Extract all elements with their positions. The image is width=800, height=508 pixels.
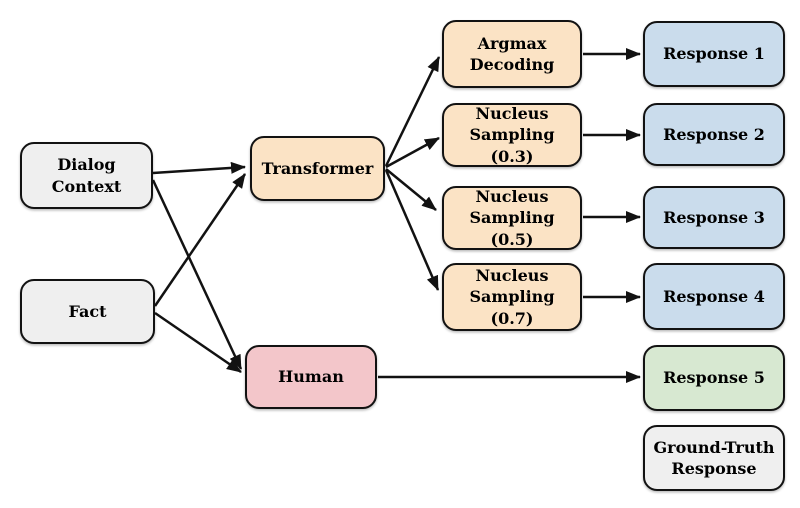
node-nucleus-sampling-0.7: Nucleus Sampling (0.7) (442, 263, 582, 331)
node-response-1: Response 1 (643, 21, 785, 87)
node-response-4: Response 4 (643, 263, 785, 330)
node-dialog-context: Dialog Context (20, 142, 153, 209)
node-label: Response 3 (663, 207, 765, 227)
node-label: Response 2 (663, 124, 765, 144)
node-transformer: Transformer (250, 136, 385, 201)
edge-transformer-to-nucleus-sampling-0.7 (384, 169, 440, 291)
node-label: Transformer (261, 158, 374, 178)
node-label: Response 1 (663, 44, 765, 64)
node-response-5: Response 5 (643, 345, 785, 411)
node-response-2: Response 2 (643, 103, 785, 166)
node-label: Human (278, 367, 344, 387)
edge-dialog-context-to-human (151, 179, 243, 370)
node-fact: Fact (20, 279, 155, 344)
node-label: Ground-Truth Response (653, 437, 775, 478)
node-response-3: Response 3 (643, 186, 785, 249)
node-label: Nucleus Sampling (0.7) (469, 266, 555, 328)
node-label: Response 4 (663, 286, 765, 306)
edge-fact-to-transformer (153, 173, 247, 307)
edge-fact-to-human (154, 311, 242, 374)
node-label: Dialog Context (51, 155, 122, 196)
node-ground-truth-response: Ground-Truth Response (643, 425, 785, 491)
edge-transformer-to-argmax-decoding (384, 56, 441, 167)
node-label: Nucleus Sampling (0.5) (469, 187, 555, 249)
node-label: Nucleus Sampling (0.3) (469, 104, 555, 166)
edge-transformer-to-nucleus-sampling-0.5 (385, 168, 437, 211)
node-label: Argmax Decoding (469, 33, 555, 74)
node-nucleus-sampling-0.3: Nucleus Sampling (0.3) (442, 103, 582, 167)
node-human: Human (245, 345, 377, 409)
node-label: Fact (68, 301, 107, 321)
node-nucleus-sampling-0.5: Nucleus Sampling (0.5) (442, 186, 582, 250)
node-label: Response 5 (663, 368, 765, 388)
node-argmax-decoding: Argmax Decoding (442, 20, 582, 88)
edge-dialog-context-to-transformer (152, 161, 246, 175)
edge-transformer-to-nucleus-sampling-0.3 (385, 136, 440, 169)
